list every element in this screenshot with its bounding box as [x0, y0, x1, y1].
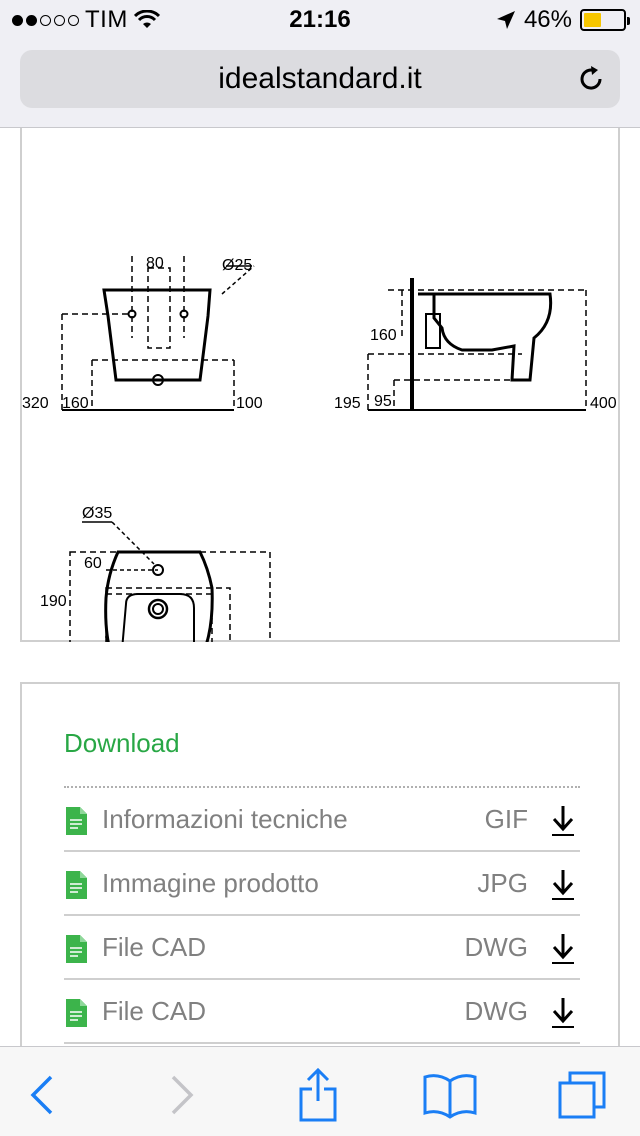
download-arrow-icon[interactable] — [550, 996, 576, 1030]
document-icon — [66, 999, 87, 1027]
dim-front-320: 320 — [22, 395, 49, 412]
download-format: DWG — [464, 932, 528, 962]
location-arrow-icon — [496, 11, 515, 29]
dim-plan-190: 190 — [40, 593, 67, 610]
download-format: GIF — [484, 804, 528, 834]
download-label[interactable]: Informazioni tecniche — [102, 804, 348, 834]
battery-level — [584, 13, 602, 27]
battery-icon — [580, 9, 630, 31]
dim-front-160: 160 — [62, 395, 89, 412]
back-button[interactable] — [12, 1067, 72, 1123]
status-time: 21:16 — [289, 6, 351, 33]
dim-side-195: 195 — [334, 395, 361, 412]
download-title: Download — [64, 728, 180, 758]
status-right: 46% — [496, 6, 630, 34]
document-icon — [66, 807, 87, 835]
url-text[interactable]: idealstandard.it — [218, 62, 422, 95]
carrier-name: TIM — [85, 6, 128, 33]
document-icon — [66, 871, 87, 899]
download-row[interactable]: File CAD DWG — [64, 980, 580, 1044]
dotted-divider — [64, 786, 580, 788]
download-panel: Download Informazioni tecniche GIF — [20, 682, 620, 1046]
technical-drawing: 80 Ø25 320 160 100 160 195 — [22, 255, 617, 642]
reload-icon[interactable] — [576, 64, 606, 94]
dim-side-160: 160 — [370, 327, 397, 344]
bookmarks-button[interactable] — [420, 1067, 480, 1123]
tabs-button[interactable] — [552, 1067, 612, 1123]
page-content: 80 Ø25 320 160 100 160 195 — [0, 128, 640, 1046]
share-button[interactable] — [288, 1067, 348, 1123]
dim-plan-60: 60 — [84, 555, 102, 572]
download-arrow-icon[interactable] — [550, 804, 576, 838]
download-label[interactable]: Immagine prodotto — [102, 868, 319, 898]
download-row[interactable]: Informazioni tecniche GIF — [64, 788, 580, 852]
forward-button[interactable] — [152, 1067, 212, 1123]
dim-plan-dia35: Ø35 — [82, 505, 112, 522]
document-icon — [66, 935, 87, 963]
plan-view-drawing: Ø35 60 190 310 480 245 365 — [40, 505, 271, 642]
dim-front-dia25: Ø25 — [222, 257, 252, 274]
battery-percent: 46% — [523, 6, 572, 33]
download-label[interactable]: File CAD — [102, 932, 207, 962]
dim-side-95: 95 — [374, 393, 392, 410]
signal-strength-icon — [12, 14, 79, 26]
browser-toolbar — [0, 1046, 640, 1136]
dim-front-80: 80 — [146, 255, 164, 272]
front-view-drawing: 80 Ø25 320 160 100 — [22, 255, 263, 412]
wifi-icon — [133, 10, 160, 28]
address-bar[interactable]: idealstandard.it — [20, 50, 620, 108]
side-view-drawing: 160 195 95 400 — [334, 278, 617, 412]
download-arrow-icon[interactable] — [550, 932, 576, 966]
download-format: JPG — [477, 868, 528, 898]
forward-icon — [171, 1075, 194, 1115]
browser-address-area: idealstandard.it — [0, 40, 640, 128]
share-icon — [299, 1067, 337, 1122]
download-format: DWG — [464, 996, 528, 1026]
download-row[interactable]: File CAD DWG — [64, 916, 580, 980]
technical-drawing-panel: 80 Ø25 320 160 100 160 195 — [20, 128, 620, 642]
back-icon — [30, 1075, 53, 1115]
bookmarks-icon — [423, 1074, 477, 1119]
dim-front-100: 100 — [236, 395, 263, 412]
status-left: TIM — [12, 6, 160, 34]
download-arrow-icon[interactable] — [550, 868, 576, 902]
tabs-icon — [558, 1071, 606, 1119]
download-row[interactable]: Immagine prodotto JPG — [64, 852, 580, 916]
download-label[interactable]: File CAD — [102, 996, 207, 1026]
status-bar: TIM 21:16 46% — [0, 0, 640, 40]
dim-side-400: 400 — [590, 395, 617, 412]
